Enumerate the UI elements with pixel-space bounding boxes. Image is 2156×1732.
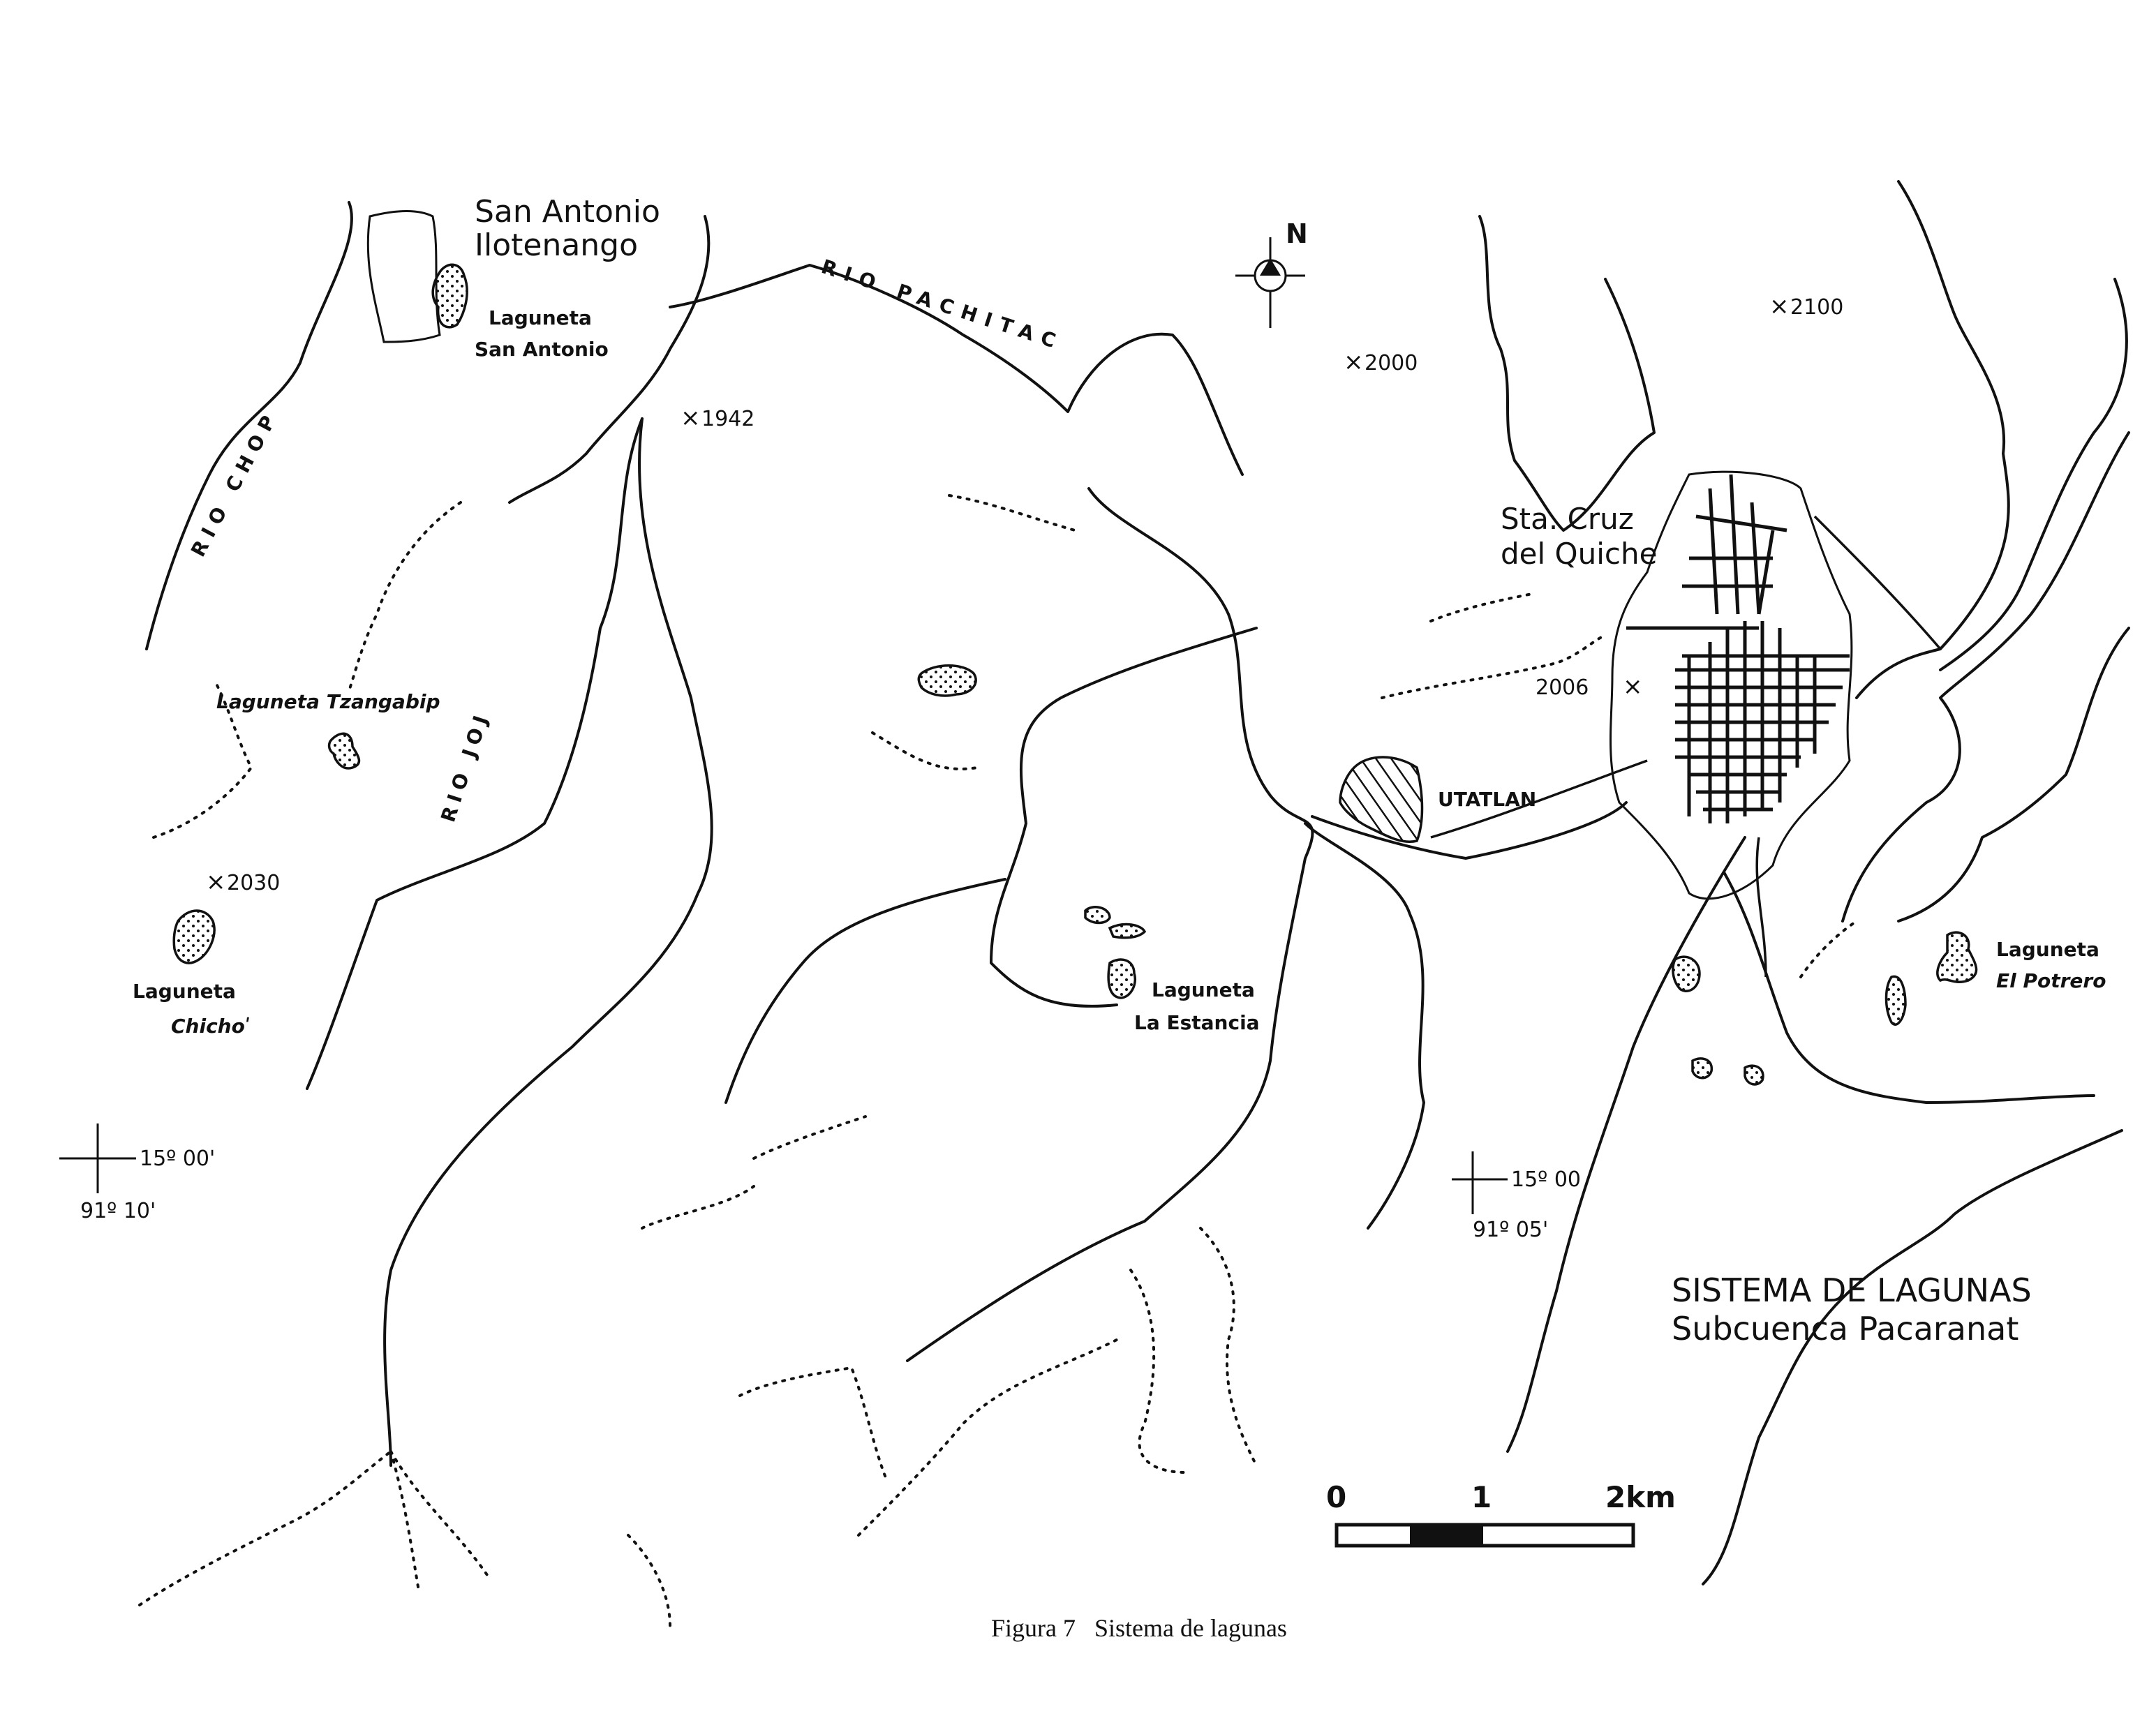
south-east-river bbox=[1702, 1129, 2123, 1585]
utatlan-label: UTATLAN bbox=[1438, 788, 1536, 811]
sta-cruz-street-grid bbox=[1626, 474, 1850, 823]
east-diag-river bbox=[1841, 431, 2130, 923]
elevation-2100: 2100 bbox=[1790, 295, 1843, 320]
east-latitude-label: 15º 00 bbox=[1511, 1167, 1581, 1192]
san-antonio-label-line1: San Antonio bbox=[475, 194, 660, 230]
sta-cruz-label-line2: del Quiche bbox=[1501, 537, 1657, 571]
elevation-2000: 2000 bbox=[1365, 351, 1418, 375]
san-antonio-label-line2: Ilotenango bbox=[475, 227, 638, 263]
laguneta-la-estancia-label-line1: Laguneta bbox=[1152, 978, 1255, 1001]
elevation-2006: 2006 bbox=[1536, 675, 1589, 700]
rio-chop-river bbox=[145, 201, 353, 650]
san-antonio-outline bbox=[366, 210, 441, 343]
scale-label-0: 0 bbox=[1326, 1480, 1346, 1514]
stream-network bbox=[138, 494, 1858, 1627]
estancia-river bbox=[990, 627, 1258, 1008]
laguneta-la-estancia-shape bbox=[1107, 958, 1136, 999]
laguneta-tzangabip-shape bbox=[327, 732, 361, 770]
central-river bbox=[906, 487, 1314, 1362]
branch-river-b bbox=[1311, 801, 1628, 860]
utatlan-ruins bbox=[1339, 756, 1424, 843]
sta-cruz-label-line1: Sta. Cruz bbox=[1501, 502, 1634, 536]
unnamed-lagoon-east-c bbox=[1744, 1064, 1764, 1086]
town-outlines bbox=[366, 210, 1853, 900]
coordinate-mark-west: 15º 00' 91º 10' bbox=[59, 1123, 215, 1223]
mid-east-river bbox=[1897, 627, 2130, 923]
top-center-river bbox=[1478, 215, 1656, 532]
roads bbox=[1430, 515, 1942, 978]
unnamed-lagoon-east-b bbox=[1691, 1057, 1713, 1080]
laguneta-san-antonio-label-line2: San Antonio bbox=[475, 338, 609, 361]
laguneta-el-potrero-label-line2: El Potrero bbox=[1996, 969, 2106, 992]
far-east-river bbox=[1939, 278, 2128, 671]
unnamed-lagoon-east-a bbox=[1672, 955, 1701, 992]
north-label: N bbox=[1286, 218, 1308, 249]
laguneta-el-potrero-label-line1: Laguneta bbox=[1996, 938, 2099, 961]
system-title-line1: SISTEMA DE LAGUNAS bbox=[1672, 1271, 2032, 1309]
system-title-line2: Subcuenca Pacaranat bbox=[1672, 1310, 2019, 1347]
laguneta-el-potrero-shape bbox=[1936, 931, 1978, 983]
rio-chop-label: RIO CHOP bbox=[186, 405, 283, 560]
laguneta-tzangabip-label: Laguneta Tzangabip bbox=[216, 690, 440, 713]
branch-river-a bbox=[724, 878, 1006, 1104]
rio-pachitac-river bbox=[508, 215, 1244, 504]
laguneta-la-estancia-label-line2: La Estancia bbox=[1134, 1011, 1260, 1034]
estancia-small-lagoon-a bbox=[1084, 906, 1111, 925]
unnamed-lagoon-east-d bbox=[1884, 975, 1907, 1026]
unnamed-lagoon-center bbox=[917, 664, 977, 697]
elevation-marks: × 1942 × 2000 × 2100 × 2030 2006 × bbox=[206, 292, 1843, 896]
laguneta-san-antonio-shape bbox=[431, 263, 468, 329]
east-longitude-label: 91º 05' bbox=[1473, 1218, 1548, 1242]
rio-joj-river bbox=[306, 417, 644, 1090]
svg-text:×: × bbox=[206, 868, 226, 896]
lagoons bbox=[172, 263, 1978, 1086]
coordinate-mark-east: 15º 00 91º 05' bbox=[1452, 1151, 1581, 1242]
scale-label-1: 1 bbox=[1471, 1480, 1492, 1514]
west-main-river bbox=[383, 417, 713, 1467]
river-network bbox=[145, 180, 2130, 1585]
west-longitude-label: 91º 10' bbox=[80, 1199, 156, 1223]
svg-text:×: × bbox=[681, 404, 701, 432]
laguneta-san-antonio-label-line1: Laguneta bbox=[489, 306, 592, 329]
east-river bbox=[1855, 180, 2010, 699]
figure-caption: Figura 7 Sistema de lagunas bbox=[991, 1614, 1287, 1642]
north-arrow: N bbox=[1235, 218, 1308, 328]
south-river bbox=[1723, 871, 2095, 1104]
rio-joj-label: RIO JOJ bbox=[436, 708, 494, 825]
scale-label-2km: 2km bbox=[1605, 1480, 1676, 1514]
rio-pachitac-label: RIO PACHITAC bbox=[819, 255, 1066, 354]
west-latitude-label: 15º 00' bbox=[140, 1147, 215, 1171]
scale-bar: 0 1 2km bbox=[1326, 1480, 1676, 1548]
elevation-1942: 1942 bbox=[701, 407, 754, 431]
svg-text:×: × bbox=[1769, 292, 1790, 320]
utatlan-river bbox=[1304, 822, 1425, 1230]
road-south bbox=[1506, 836, 1746, 1453]
laguneta-chicho-shape bbox=[172, 909, 216, 964]
estancia-small-lagoon-b bbox=[1108, 923, 1147, 939]
svg-text:×: × bbox=[1344, 348, 1364, 376]
laguneta-chicho-label-line1: Laguneta bbox=[133, 980, 236, 1003]
svg-text:×: × bbox=[1623, 673, 1643, 701]
sta-cruz-outline bbox=[1609, 470, 1853, 900]
elevation-2030: 2030 bbox=[227, 871, 280, 895]
laguneta-chicho-label-line2: Chichoʹ bbox=[171, 1015, 251, 1038]
